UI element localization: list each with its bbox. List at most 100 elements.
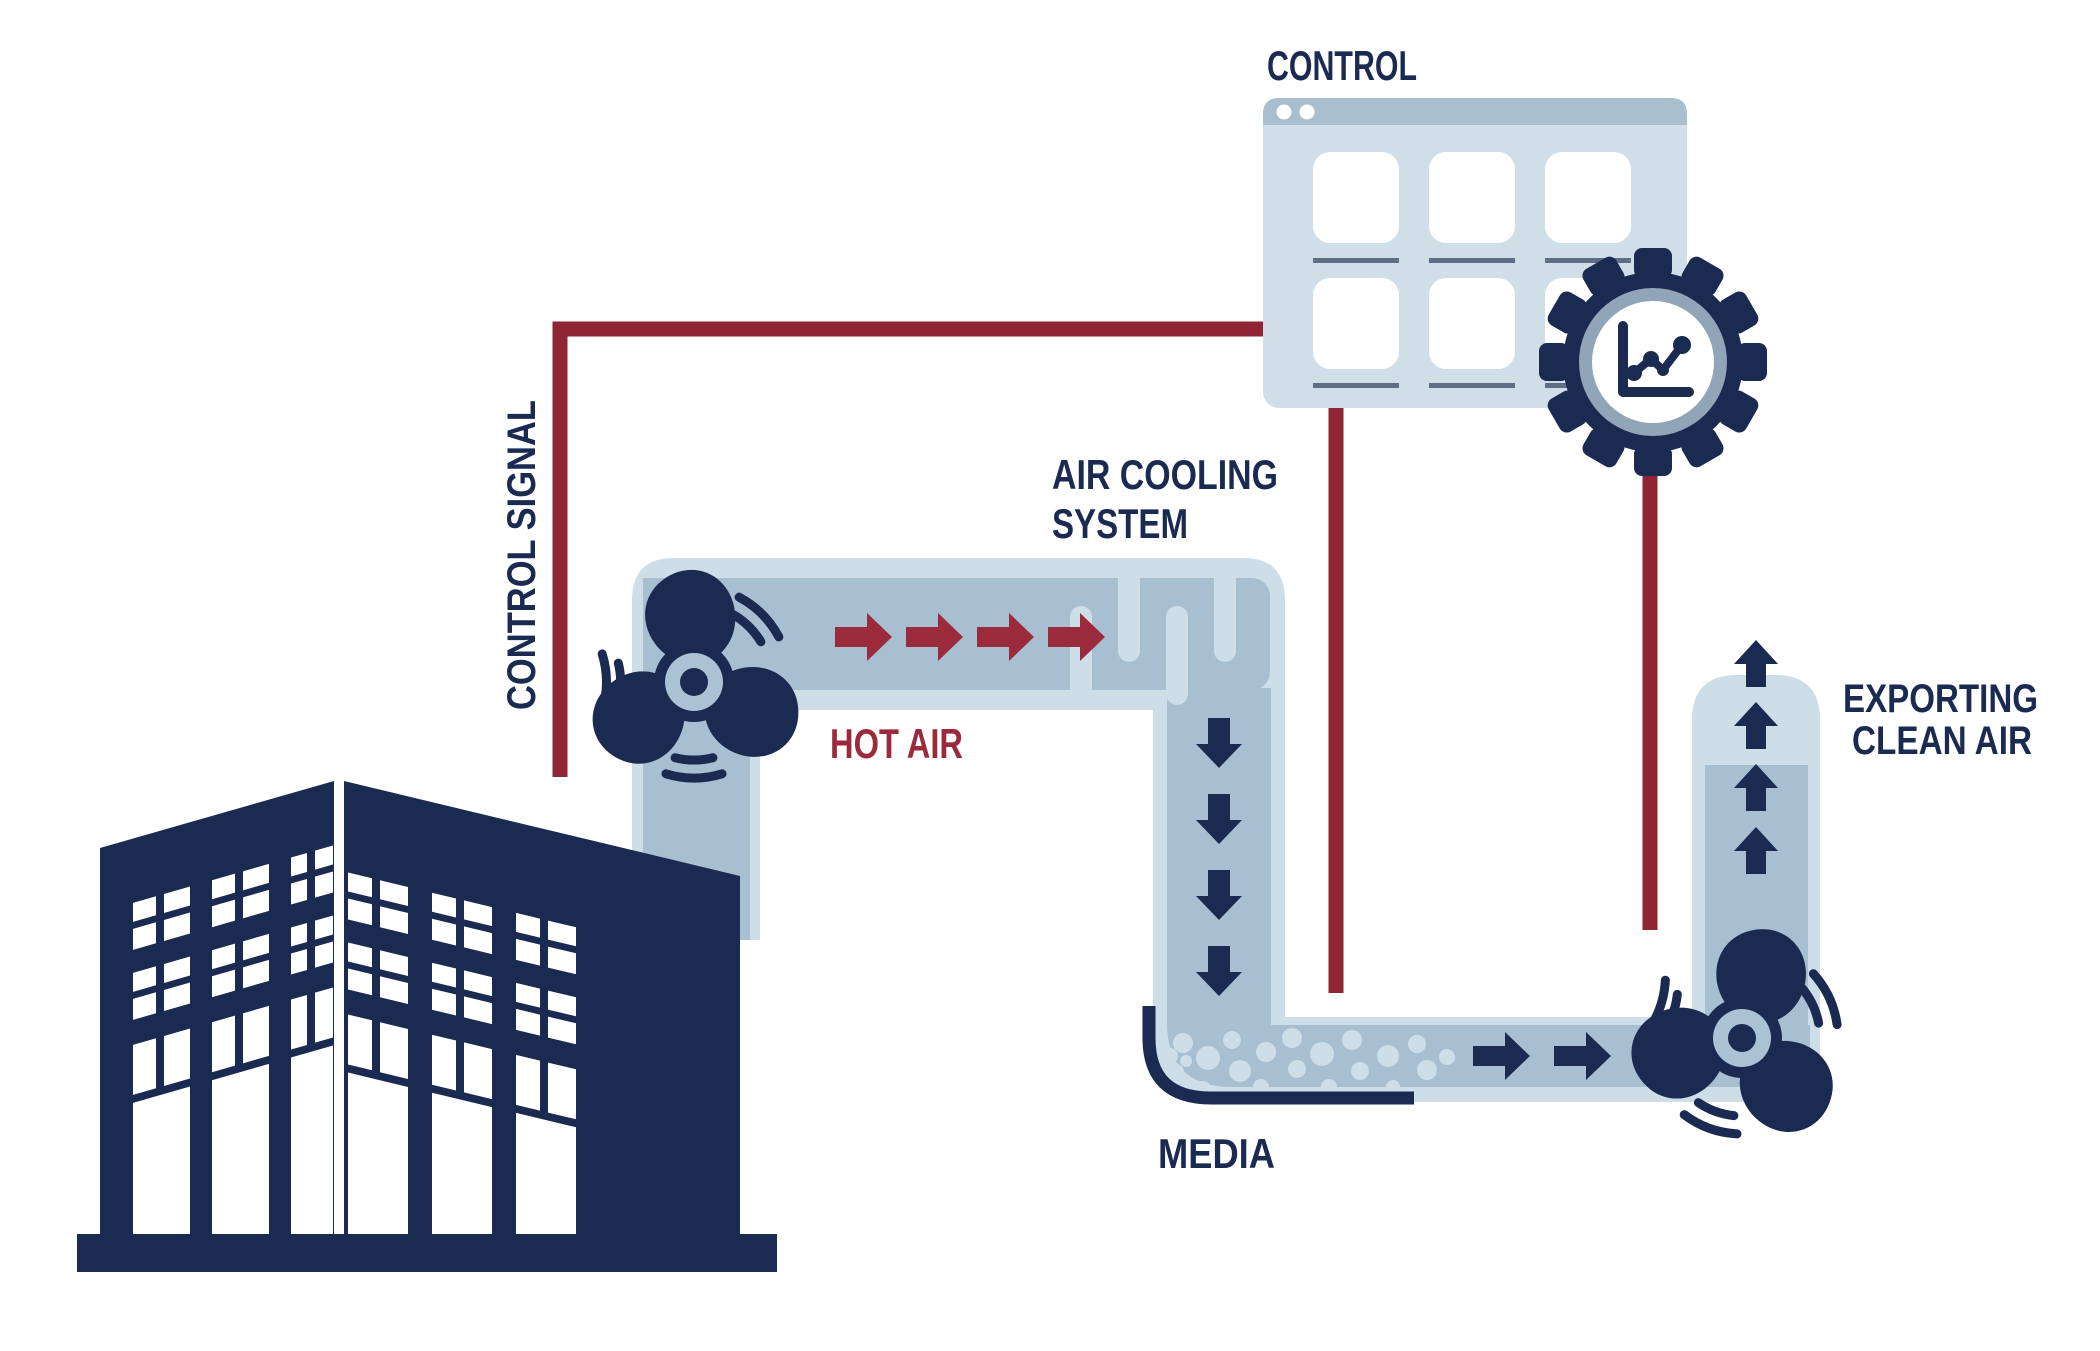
window-pane (348, 1072, 408, 1252)
window-pane (464, 970, 492, 997)
media-dot (1417, 1060, 1437, 1080)
window-pane (548, 946, 576, 975)
window-pane (432, 962, 456, 988)
window-dot (1276, 104, 1292, 120)
window-pane (315, 987, 333, 1043)
gear-tooth (1737, 343, 1767, 381)
media-dot (1162, 1048, 1178, 1064)
window-pane (291, 994, 307, 1050)
media-dot (1196, 1046, 1220, 1070)
window-pane (380, 906, 408, 934)
window-dot (1299, 104, 1315, 120)
window-dots-icon (1276, 104, 1315, 120)
window-pane (133, 1038, 156, 1095)
control-signal-lines (552, 321, 1658, 993)
window-pane (212, 1063, 269, 1251)
media-dot (1342, 1030, 1362, 1050)
media-flow-arrows (1473, 1032, 1611, 1080)
media-dot (1256, 1042, 1276, 1062)
window-pane (516, 1008, 540, 1036)
window-pane (243, 889, 269, 919)
window-pane (548, 990, 576, 1017)
gear-tooth (1634, 248, 1672, 278)
window-pane (243, 863, 269, 891)
panel-tile (1313, 278, 1399, 369)
media-duct-edge (1142, 1006, 1414, 1105)
window-pane (315, 915, 333, 940)
building-base (77, 1234, 777, 1272)
window-pane (212, 899, 235, 928)
control-signal-line-building (552, 321, 1270, 777)
gear-tooth (1634, 446, 1672, 476)
panel-divider (1429, 383, 1515, 388)
media-dot (1408, 1035, 1426, 1053)
media-dot (1253, 1079, 1269, 1095)
window-pane (348, 968, 372, 996)
window-pane (133, 1086, 190, 1253)
panel-divider (1545, 258, 1631, 263)
media-dot (1310, 1042, 1334, 1066)
label-hot-air: HOT AIR (830, 720, 963, 767)
media-bed-dots (1162, 1028, 1455, 1097)
label-media: MEDIA (1158, 1130, 1275, 1177)
gear-tooth (1539, 343, 1569, 381)
window-pane (348, 872, 372, 898)
window-pane (133, 922, 156, 950)
factory-building-icon (77, 781, 777, 1272)
window-pane (243, 959, 269, 989)
media-dot (1168, 1064, 1184, 1080)
window-pane (164, 956, 190, 983)
window-pane (291, 948, 307, 975)
window-pane (133, 896, 156, 922)
window-pane (164, 912, 190, 941)
panel-divider (1313, 383, 1399, 388)
window-pane (464, 996, 492, 1025)
window-pane (380, 976, 408, 1004)
window-pane (516, 982, 540, 1008)
flow-arrow-down (1196, 870, 1242, 920)
media-dot (1321, 1079, 1337, 1095)
flow-arrow-right (906, 613, 963, 661)
label-air-cooling-line2: SYSTEM (1052, 500, 1188, 547)
window-pane (380, 880, 408, 906)
flow-arrow-up (1734, 640, 1778, 687)
panel-divider (1429, 258, 1515, 263)
window-pane (212, 969, 235, 998)
window-pane (291, 1045, 333, 1248)
window-pane (432, 988, 456, 1016)
flow-arrow-right (1554, 1032, 1611, 1080)
window-pane (315, 845, 333, 870)
label-control: CONTROL (1267, 42, 1417, 89)
window-pane (243, 1005, 269, 1064)
flow-arrow-up (1734, 764, 1778, 811)
window-pane (380, 1022, 408, 1079)
window-pane (548, 1016, 576, 1045)
window-pane (516, 912, 540, 938)
window-pane (164, 886, 190, 913)
media-dot (1439, 1049, 1455, 1065)
clean-air-arrows (1734, 640, 1778, 874)
building-windows-left (133, 845, 333, 1253)
flow-arrow-right (1048, 613, 1105, 661)
coil-slot (1166, 606, 1188, 705)
window-pane (212, 873, 235, 900)
coil-slot (1118, 558, 1140, 662)
window-pane (133, 992, 156, 1020)
line-chart-icon (1618, 321, 1694, 397)
media-dot (1180, 1055, 1192, 1067)
cooling-downflow-arrows (1196, 718, 1242, 996)
media-dot (1282, 1028, 1302, 1048)
gear-icon (1539, 248, 1767, 476)
flow-arrow-right (835, 613, 892, 661)
window-pane (464, 900, 492, 927)
building-windows-right (348, 872, 576, 1253)
window-pane (548, 1062, 576, 1120)
window-pane (432, 892, 456, 918)
window-pane (348, 942, 372, 968)
flow-arrow-down (1196, 794, 1242, 844)
media-dot (1377, 1045, 1399, 1067)
hot-air-flow-arrows (835, 613, 1105, 661)
flow-arrow-up (1734, 702, 1778, 749)
flow-arrow-down (1196, 718, 1242, 768)
